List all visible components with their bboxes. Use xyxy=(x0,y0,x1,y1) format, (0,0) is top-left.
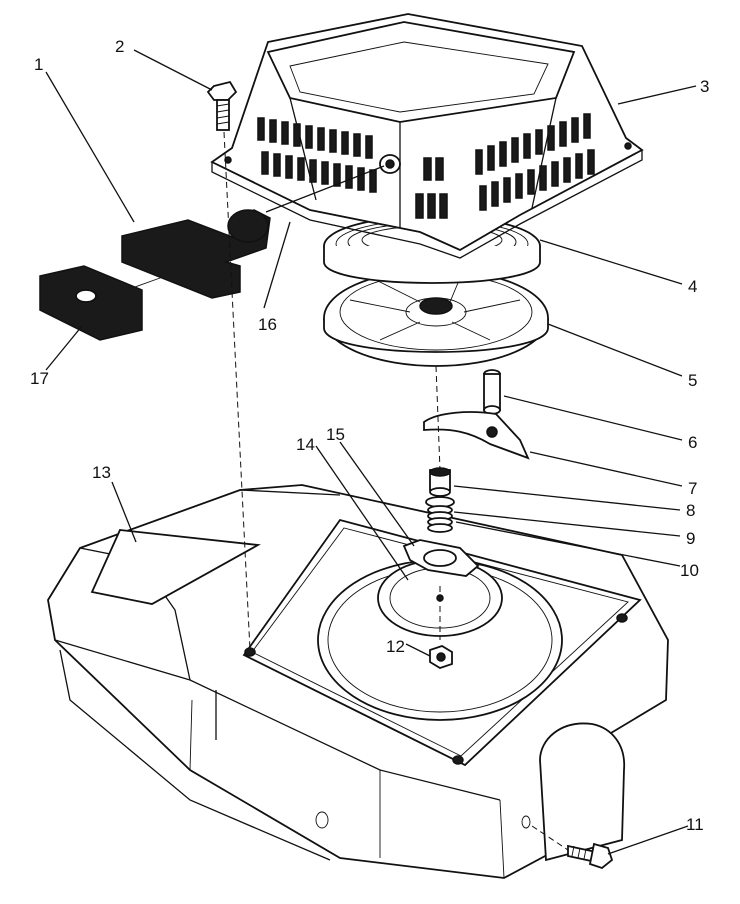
pulley-assembly xyxy=(323,269,549,367)
callout-14: 14 xyxy=(296,435,315,454)
mounting-screw xyxy=(567,842,614,870)
callout-3: 3 xyxy=(700,77,709,96)
pawl xyxy=(423,411,530,460)
callout-5: 5 xyxy=(688,371,697,390)
handle-grip xyxy=(121,208,271,299)
callout-8: 8 xyxy=(686,501,695,520)
callout-2: 2 xyxy=(115,37,124,56)
callout-16: 16 xyxy=(258,315,277,334)
cover-bolt xyxy=(206,80,238,131)
callout-12: 12 xyxy=(386,637,405,656)
leader-lines xyxy=(45,49,697,855)
callout-4: 4 xyxy=(688,277,697,296)
housing-base xyxy=(47,484,669,879)
callout-9: 9 xyxy=(686,529,695,548)
callout-6: 6 xyxy=(688,433,697,452)
callout-11: 11 xyxy=(686,815,704,834)
shaft-stack xyxy=(425,467,455,533)
starter-cover xyxy=(210,13,644,259)
brake-plate xyxy=(402,539,480,577)
assembly-lines xyxy=(223,131,569,851)
callout-7: 7 xyxy=(688,479,697,498)
callout-13: 13 xyxy=(92,463,111,482)
callout-1: 1 xyxy=(34,55,43,74)
recoil-spring xyxy=(323,215,541,284)
callout-10: 10 xyxy=(680,561,699,580)
callout-17: 17 xyxy=(30,369,49,388)
callout-15: 15 xyxy=(326,425,345,444)
center-nut xyxy=(429,645,453,669)
pin xyxy=(483,369,501,415)
callout-labels: 1 2 3 4 5 6 7 8 9 10 11 12 13 14 15 16 1… xyxy=(30,37,709,834)
handle-insert xyxy=(39,265,143,341)
